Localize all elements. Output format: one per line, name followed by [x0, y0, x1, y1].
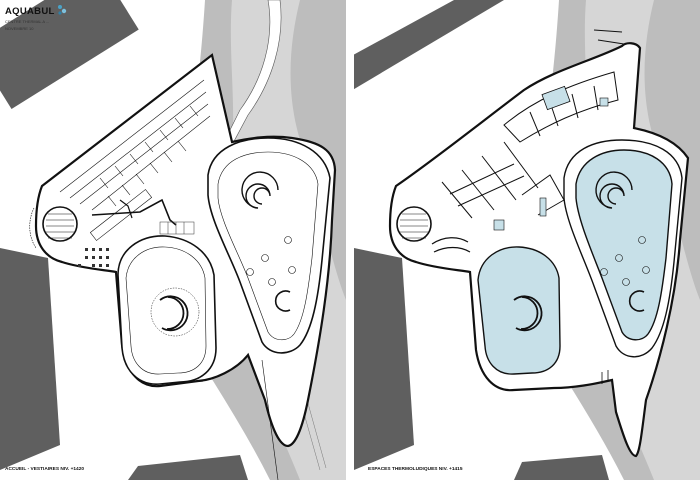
plan-sheet-right: ESPACES THERMOLUDIQUES NIV. +1415 [354, 0, 700, 480]
neighbour-building [0, 248, 60, 470]
neighbour-building [514, 455, 609, 480]
brand-name: AQUABUL [5, 6, 55, 17]
sheet-caption-right: ESPACES THERMOLUDIQUES NIV. +1415 [368, 467, 463, 472]
access-road [224, 0, 282, 146]
lounge-seating [78, 248, 109, 267]
drop-logo-icon [58, 5, 67, 15]
inner-partition [91, 198, 177, 226]
neighbour-building [354, 0, 504, 90]
project-subtitle: CENTRE THERMAL A ... [5, 19, 50, 24]
sheet-caption-left: ACCUEIL - VESTIAIRES NIV. +1420 [5, 467, 85, 472]
changing-rooms [59, 79, 211, 241]
floor-plan-right [354, 0, 700, 480]
project-date: NOVEMBRE 10 [5, 26, 34, 31]
spiral-feature [241, 171, 279, 209]
sheet-gutter [346, 0, 354, 480]
entrance-tower [396, 206, 432, 242]
small-pool-water [477, 246, 561, 375]
main-pool-volume [207, 137, 331, 354]
neighbour-building [128, 455, 248, 480]
floor-plan-left [0, 0, 346, 480]
neighbour-building [354, 248, 414, 470]
treatment-rooms [441, 29, 625, 219]
spiral-feature [595, 171, 633, 209]
neighbour-building [0, 0, 139, 109]
entrance-tower [42, 206, 78, 242]
building-footprint [388, 42, 690, 458]
plunge-pool [541, 85, 571, 111]
small-pool-volume [117, 235, 217, 385]
round-seat [159, 295, 189, 332]
plan-sheet-left: AQUABUL CENTRE THERMAL A ... NOVEMBRE 10… [0, 0, 346, 480]
title-block: AQUABUL CENTRE THERMAL A ... NOVEMBRE 10 [5, 5, 67, 31]
